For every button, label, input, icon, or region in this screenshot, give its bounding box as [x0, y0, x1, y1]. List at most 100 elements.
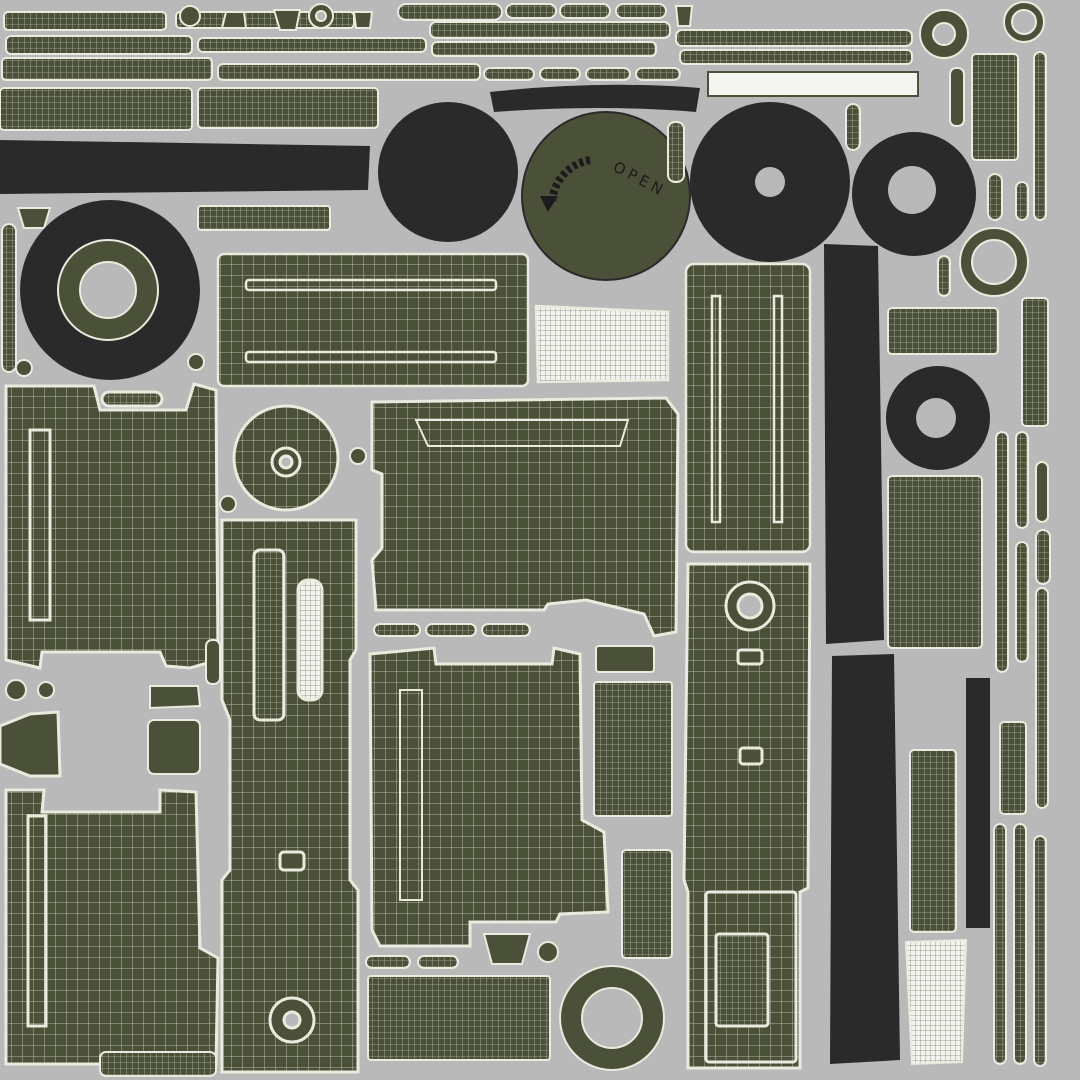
panel-slot: [28, 428, 52, 622]
thin-part: [1015, 431, 1029, 529]
strip-part: [615, 3, 667, 19]
vent-block: [971, 53, 1019, 161]
small-latch: [278, 850, 306, 872]
dark-gear-ring-hole: [888, 166, 936, 214]
strip-part: [429, 21, 671, 39]
panel-slot: [26, 814, 48, 1028]
thin-part: [1, 223, 17, 373]
thin-part: [373, 623, 421, 637]
grille-slot: [244, 350, 498, 364]
thin-part: [1015, 541, 1029, 663]
open-knob-decal: OPEN: [521, 111, 691, 281]
thin-part: [667, 121, 685, 183]
strip-part: [5, 35, 193, 55]
grille-slot: [772, 294, 784, 524]
thin-part: [1035, 587, 1049, 809]
thin-part: [995, 431, 1009, 673]
grille-panel: [216, 252, 530, 388]
strip-part: [1, 57, 213, 81]
strip-part: [635, 67, 681, 81]
strip-part: [99, 1051, 217, 1077]
mid-small-strips: [99, 623, 673, 1077]
panel-slot: [399, 689, 423, 901]
small-blobs: [5, 353, 559, 963]
white-bar-part: [707, 71, 919, 97]
strip-part: [585, 67, 631, 81]
ring-hole: [581, 987, 643, 1049]
thin-part: [205, 639, 221, 685]
small-dot: [37, 681, 55, 699]
thin-part: [425, 623, 477, 637]
small-trapezoid-part: [16, 207, 52, 229]
handle-slot: [414, 419, 630, 447]
small-latch: [738, 746, 764, 766]
right-column-parts: [1, 1, 1051, 1067]
strip-part: [217, 63, 481, 81]
strip-part: [197, 205, 331, 231]
thin-part: [845, 103, 861, 151]
strip-part: [505, 3, 557, 19]
thin-part: [1035, 461, 1049, 523]
strip-part: [483, 67, 535, 81]
ring-hole: [971, 239, 1017, 285]
vent-block: [887, 307, 999, 355]
left-body-panel-top: [4, 382, 220, 670]
strip-part: [539, 67, 581, 81]
vent-strip: [999, 721, 1027, 815]
arrow-head-icon: [540, 196, 558, 212]
bolt-hole: [736, 592, 764, 620]
tall-vent: [909, 749, 957, 933]
thin-part: [937, 255, 951, 297]
bolt-hole: [282, 1010, 302, 1030]
small-dot: [187, 353, 205, 371]
dark-curved-strip: [490, 84, 700, 112]
grid-plate: [593, 681, 673, 817]
white-mesh-part: [534, 304, 670, 384]
center-body-panel-bottom: [368, 646, 610, 948]
small-bracket: [149, 685, 202, 710]
dark-ring-hole: [755, 167, 785, 197]
small-dot: [349, 447, 367, 465]
strip-part: [431, 41, 657, 57]
vent-strip: [1021, 297, 1049, 427]
strip-part: [0, 87, 193, 131]
top-strip-group: [0, 3, 913, 231]
strip-part: [3, 11, 167, 31]
wedge-part: [0, 710, 62, 778]
vent-block: [621, 849, 673, 959]
grille-slot: [244, 278, 498, 292]
small-trapezoid-part: [220, 11, 248, 29]
thin-part: [481, 623, 531, 637]
small-ring-hole: [315, 10, 327, 22]
tall-grille-panel: [684, 262, 812, 554]
dark-tall-strip: [830, 654, 900, 1064]
dark-disc: [378, 102, 518, 242]
thin-part: [1033, 835, 1047, 1067]
strip-part: [397, 3, 503, 21]
thin-part: [949, 67, 965, 127]
dark-tall-strip: [824, 244, 884, 644]
strip-part: [197, 37, 427, 53]
thin-part: [987, 173, 1003, 221]
upper-panels-group: [216, 252, 812, 554]
speaker-side-panel: [220, 518, 360, 1074]
white-mesh-part: [904, 938, 968, 1066]
small-trapezoid-part: [482, 933, 532, 965]
small-round-part: [179, 5, 201, 27]
knob-face: [521, 111, 691, 281]
thin-part: [1013, 823, 1027, 1065]
vent-block: [714, 932, 770, 1028]
cap-hole: [278, 454, 294, 470]
small-dot: [5, 679, 27, 701]
small-trapezoid-part: [674, 5, 694, 27]
right-speaker-panel: [682, 562, 812, 1070]
thin-part: [100, 390, 164, 408]
small-trapezoid-part: [272, 9, 302, 31]
vent-strip: [252, 548, 286, 722]
strip-part: [675, 29, 913, 47]
ring-hole: [79, 261, 137, 319]
dark-gear-ring-hole: [916, 398, 956, 438]
strip-part: [197, 87, 379, 129]
dark-thin-strip: [966, 678, 990, 928]
